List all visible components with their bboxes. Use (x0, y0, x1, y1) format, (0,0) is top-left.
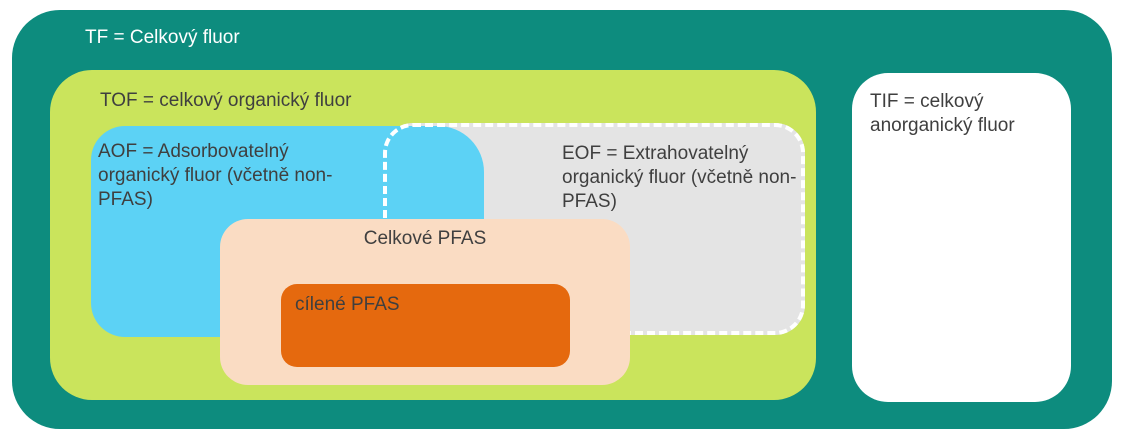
region-tf-total-fluorine: TF = Celkový fluor TOF = celkový organic… (12, 10, 1112, 429)
region-tif-total-inorganic-fluorine: TIF = celkový anorganický fluor (852, 73, 1071, 402)
eof-label: EOF = Extrahovatelný organický fluor (vč… (562, 143, 797, 213)
region-total-pfas: Celkové PFAS cílené PFAS (220, 219, 630, 385)
region-tof-total-organic-fluorine: TOF = celkový organický fluor EOF = Extr… (50, 70, 816, 400)
total-pfas-label: Celkové PFAS (363, 228, 487, 249)
tof-label: TOF = celkový organický fluor (100, 90, 352, 111)
aof-label: AOF = Adsorbovatelný organický fluor (vč… (98, 141, 333, 211)
tif-label: TIF = celkový anorganický fluor (870, 91, 1015, 137)
targeted-pfas-label: cílené PFAS (295, 294, 400, 315)
tf-label: TF = Celkový fluor (85, 27, 240, 48)
region-targeted-pfas: cílené PFAS (281, 284, 570, 367)
